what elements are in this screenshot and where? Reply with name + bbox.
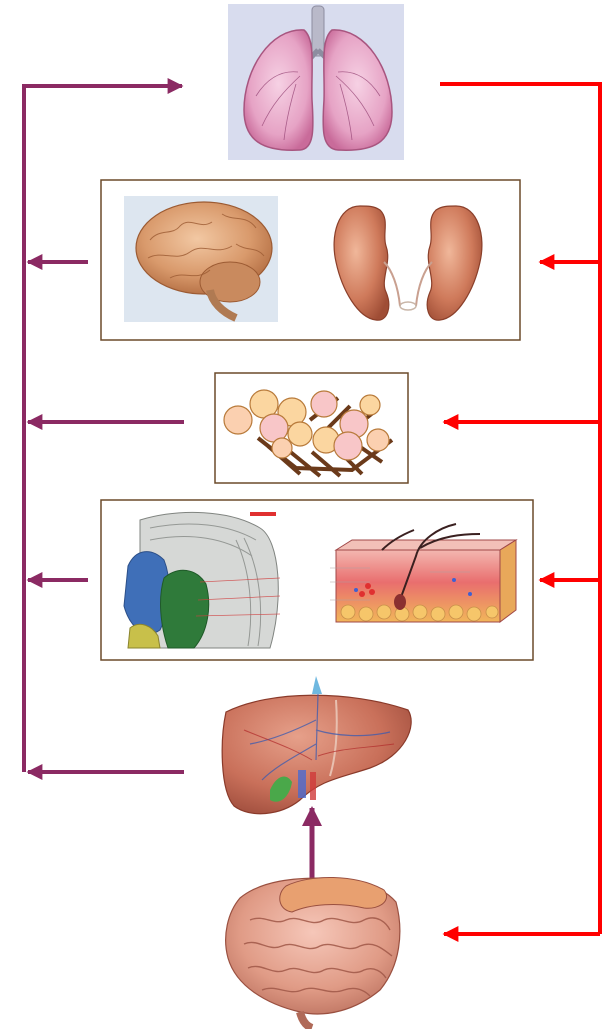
intestines-icon [226,877,400,1028]
brain-icon [124,196,278,322]
liver-icon [222,676,411,814]
lungs-icon [228,4,404,160]
box-brain-kidneys [101,180,520,340]
fat-cells-icon [215,373,408,483]
muscle-icon [124,512,280,648]
box-muscle-skin [101,500,533,660]
